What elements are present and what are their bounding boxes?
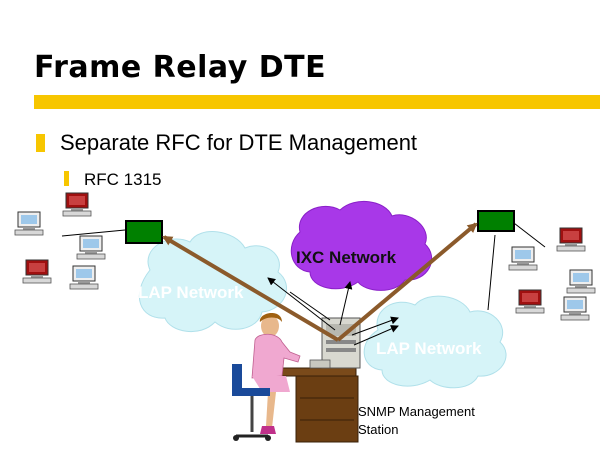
station-caption-line: Station (358, 422, 399, 437)
desktop-terminal-icon (76, 235, 106, 260)
dte-management-arrows (162, 222, 478, 342)
desk (279, 367, 359, 443)
desktop-terminal-icon (560, 296, 590, 321)
ixc-network-cloud: IXC Network (290, 200, 433, 291)
bullet-text-secondary: RFC 1315 (84, 170, 162, 189)
desktop-terminal-icon (508, 246, 538, 271)
desktop-terminal-icon (515, 289, 545, 314)
bullet-marker (36, 134, 45, 152)
cloud-label: IXC Network (296, 248, 397, 267)
server-computer-icon (309, 317, 361, 369)
cloud-label: LAP Network (376, 339, 482, 358)
bullet-text-primary: Separate RFC for DTE Management (60, 130, 418, 155)
person-at-desk-icon (232, 312, 301, 441)
desktop-terminal-icon (22, 259, 52, 284)
desktop-terminal-icon (14, 211, 44, 236)
lap-network-cloud-left: LAP Network (138, 231, 288, 333)
desktop-terminal-icon (556, 227, 586, 252)
title-underline-bar (34, 95, 600, 109)
frame-relay-box-icon (125, 220, 163, 244)
desktop-terminal-icon (69, 265, 99, 290)
station-caption: SNMP Management Station (358, 403, 475, 439)
desktop-terminal-icon (62, 192, 92, 217)
cloud-label: LAP Network (138, 283, 244, 302)
frame-relay-box-icon (477, 210, 515, 232)
station-caption-line: SNMP Management (358, 404, 475, 419)
slide-title: Frame Relay DTE (34, 50, 327, 85)
management-arrows (267, 277, 399, 346)
lap-network-cloud-right: LAP Network (363, 295, 507, 389)
sub-bullet-marker (64, 171, 69, 186)
desktop-terminal-icon (566, 269, 596, 294)
terminal-connector-lines (61, 219, 546, 311)
